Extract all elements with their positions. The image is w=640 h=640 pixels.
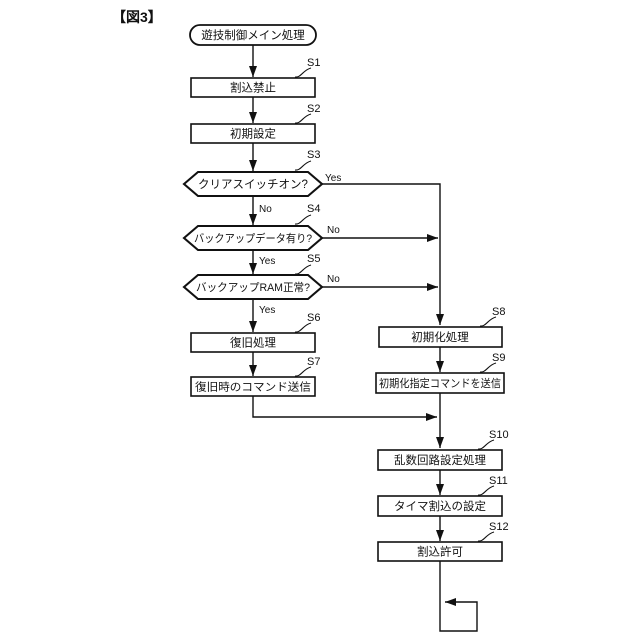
s10-leader [477, 439, 495, 450]
s12-step-id: S12 [489, 521, 509, 533]
s5-decision-label: バックアップRAM正常? [196, 281, 310, 294]
connectors [249, 45, 478, 632]
s3-step-id: S3 [307, 149, 320, 161]
step-s4: S4 バックアップデータ有り? [182, 203, 324, 252]
step-s5: S5 バックアップRAM正常? [182, 253, 324, 301]
s6-leader [294, 322, 312, 333]
s10-process-shape [377, 449, 503, 471]
s12-process-label: 割込許可 [417, 545, 463, 559]
s7-process-shape [190, 376, 316, 397]
s8-process-shape [378, 326, 503, 348]
s1-process-label: 割込禁止 [230, 81, 276, 95]
s6-step-id: S6 [307, 312, 320, 324]
s6-process-label: 復旧処理 [230, 336, 276, 350]
s9-leader [479, 362, 497, 373]
s5-no-label: No [327, 274, 340, 285]
s7-process-label: 復旧時のコマンド送信 [195, 380, 311, 394]
s3-yes-label: Yes [325, 173, 341, 184]
s10-step-id: S10 [489, 429, 509, 441]
s4-decision-shape [182, 224, 324, 252]
step-s6: S6 復旧処理 [190, 312, 320, 353]
figure-label: 【図3】 [112, 9, 162, 25]
s1-step-id: S1 [307, 57, 320, 69]
s3-decision-label: クリアスイッチオン? [198, 178, 308, 191]
s11-leader [477, 485, 495, 496]
s3-leader [294, 160, 312, 171]
step-s11: S11 タイマ割込の設定 [377, 475, 508, 517]
s8-leader [479, 316, 497, 327]
arrow-s3-yes-to-s8 [322, 183, 444, 325]
s7-leader [294, 366, 312, 377]
start-node: 遊技制御メイン処理 [189, 24, 317, 46]
s8-step-id: S8 [492, 306, 505, 318]
start-terminal-label: 遊技制御メイン処理 [201, 28, 305, 42]
s9-process-shape [375, 372, 505, 394]
s5-yes-label: Yes [259, 305, 275, 316]
s3-decision-shape [182, 170, 324, 198]
step-s2: S2 初期設定 [190, 103, 320, 144]
s1-process-shape [190, 77, 316, 98]
s9-process-label: 初期化指定コマンドを送信 [379, 376, 501, 390]
branch-labels: Yes No No Yes No Yes [259, 173, 341, 316]
s4-decision-label: バックアップデータ有り? [194, 231, 312, 245]
arrow-main-loop [439, 561, 478, 632]
step-s8: S8 初期化処理 [378, 306, 505, 348]
s5-decision-shape [182, 273, 324, 301]
step-s1: S1 割込禁止 [190, 57, 320, 98]
step-s12: S12 割込許可 [377, 521, 509, 562]
s2-process-label: 初期設定 [230, 127, 276, 141]
s4-step-id: S4 [307, 203, 320, 215]
s12-process-shape [377, 541, 503, 562]
start-terminal-shape [189, 24, 317, 46]
s5-step-id: S5 [307, 253, 320, 265]
s4-leader [294, 214, 312, 225]
s8-process-label: 初期化処理 [411, 330, 469, 344]
step-s10: S10 乱数回路設定処理 [377, 429, 509, 471]
s11-process-label: タイマ割込の設定 [394, 499, 486, 513]
step-s7: S7 復旧時のコマンド送信 [190, 356, 320, 397]
s3-no-label: No [259, 204, 272, 215]
s10-process-label: 乱数回路設定処理 [394, 453, 486, 467]
s11-process-shape [377, 495, 503, 517]
step-s9: S9 初期化指定コマンドを送信 [375, 352, 505, 394]
step-s3: S3 クリアスイッチオン? [182, 149, 324, 198]
s7-step-id: S7 [307, 356, 320, 368]
s4-no-label: No [327, 225, 340, 236]
s11-step-id: S11 [489, 475, 508, 487]
s6-process-shape [190, 332, 316, 353]
s2-step-id: S2 [307, 103, 320, 115]
s12-leader [477, 531, 495, 542]
s5-leader [294, 264, 312, 275]
s9-step-id: S9 [492, 352, 505, 364]
s2-leader [294, 113, 312, 124]
s4-yes-label: Yes [259, 256, 275, 267]
s1-leader [294, 67, 312, 78]
arrow-s7-to-merge [252, 396, 437, 421]
s2-process-shape [190, 123, 316, 144]
